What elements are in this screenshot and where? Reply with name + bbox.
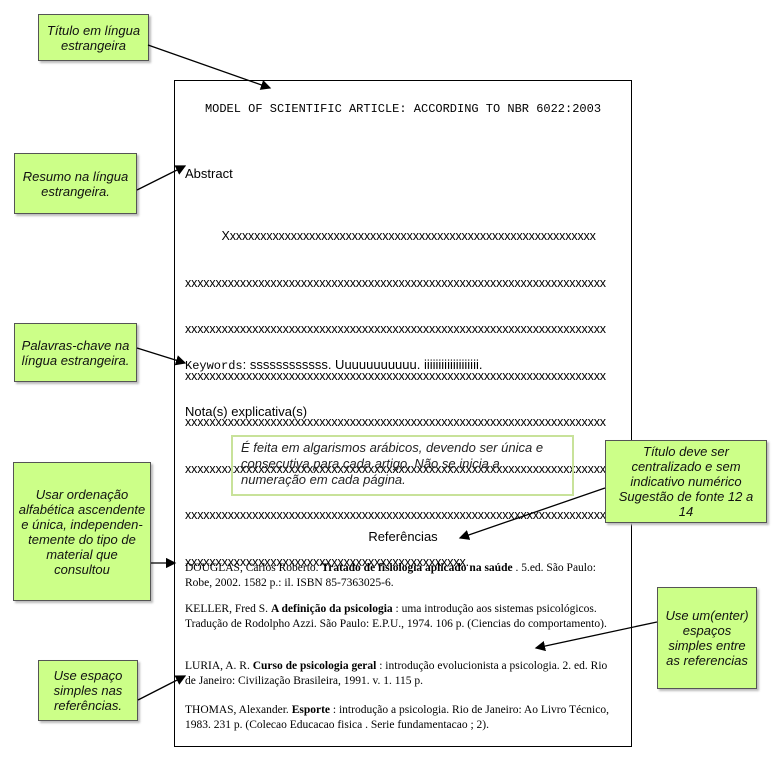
reference-author: DOUGLAS, Carlos Roberto.: [185, 562, 322, 574]
notes-box: É feita em algarismos arábicos, devendo …: [231, 435, 574, 496]
article-page: MODEL OF SCIENTIFIC ARTICLE: ACCORDING T…: [174, 80, 632, 747]
reference-author: KELLER, Fred S.: [185, 603, 271, 615]
callout-enter-spaces: Use um(enter) espaços simples entre as r…: [657, 587, 757, 689]
keywords-line: Keywords: ssssssssssss. Uuuuuuuuuuu. iii…: [185, 356, 482, 374]
reference-details: . 5.ed. São Paulo: Robe, 2002. 1582 p.: …: [185, 562, 596, 589]
arrow-icon: [137, 675, 187, 701]
abstract-line: xxxxxxxxxxxxxxxxxxxxxxxxxxxxxxxxxxxxxxxx…: [185, 461, 606, 476]
abstract-body: Xxxxxxxxxxxxxxxxxxxxxxxxxxxxxxxxxxxxxxxx…: [185, 198, 625, 601]
references-heading: Referências: [368, 529, 438, 544]
keywords-text: : ssssssssssss. Uuuuuuuuuuu. iiiiiiiiiii…: [242, 357, 483, 372]
abstract-line: xxxxxxxxxxxxxxxxxxxxxxxxxxxxxxxxxxxxxxxx…: [185, 415, 606, 429]
reference-item: THOMAS, Alexander. Esporte : introdução …: [185, 703, 615, 732]
callout-title-foreign: Título em língua estrangeira: [38, 14, 149, 61]
abstract-line: xxxxxxxxxxxxxxxxxxxxxxxxxxxxxxxxxxxxxxxx…: [185, 508, 606, 522]
keywords-label: Keywords: [185, 359, 243, 373]
reference-item: DOUGLAS, Carlos Roberto. Tratado de fisi…: [185, 561, 615, 590]
abstract-line: xxxxxxxxxxxxxxxxxxxxxxxxxxxxxxxxxxxxxxxx…: [185, 322, 606, 336]
reference-title: Tratado de fisiologia aplicado na saúde: [321, 562, 513, 574]
notes-heading: Nota(s) explicativa(s): [185, 404, 308, 419]
callout-alphabetical: Usar ordenação alfabética ascendente e ú…: [13, 462, 151, 601]
callout-title-centered: Título deve ser centralizado e sem indic…: [605, 440, 767, 523]
article-title: MODEL OF SCIENTIFIC ARTICLE: ACCORDING T…: [204, 102, 602, 116]
reference-details: : introdução a psicologia. Rio de Janeir…: [185, 704, 609, 731]
callout-abstract-foreign: Resumo na língua estrangeira.: [14, 153, 137, 214]
reference-author: LURIA, A. R.: [185, 660, 253, 672]
arrow-icon: [147, 44, 272, 90]
callout-keywords-foreign: Palavras-chave na língua estrangeira.: [14, 323, 137, 382]
callout-single-space: Use espaço simples nas referências.: [38, 660, 138, 721]
reference-title: Curso de psicologia geral: [252, 660, 377, 672]
abstract-line: xxxxxxxxxxxxxxxxxxxxxxxxxxxxxxxxxxxxxxxx…: [185, 275, 606, 290]
arrow-icon: [534, 621, 658, 652]
reference-author: THOMAS, Alexander.: [185, 704, 292, 716]
reference-title: Esporte: [291, 704, 331, 716]
abstract-line: xxxxxxxxxxxxxxxxxxxxxxxxxxxxxxxxxxxxxxxx…: [185, 554, 469, 569]
reference-item: LURIA, A. R. Curso de psicologia geral :…: [185, 659, 615, 688]
arrow-icon: [136, 347, 187, 366]
arrow-icon: [458, 487, 606, 540]
reference-item: KELLER, Fred S. A definição da psicologi…: [185, 602, 615, 631]
abstract-line: xxxxxxxxxxxxxxxxxxxxxxxxxxxxxxxxxxxxxxxx…: [185, 368, 606, 383]
abstract-line: Xxxxxxxxxxxxxxxxxxxxxxxxxxxxxxxxxxxxxxxx…: [185, 229, 596, 243]
arrow-icon: [136, 165, 187, 191]
abstract-heading: Abstract: [185, 166, 233, 181]
reference-title: A definição da psicologia: [270, 603, 393, 615]
reference-details: : introdução evolucionista a psicologia.…: [185, 660, 608, 687]
reference-details: : uma introdução aos sistemas psicológic…: [185, 603, 607, 630]
